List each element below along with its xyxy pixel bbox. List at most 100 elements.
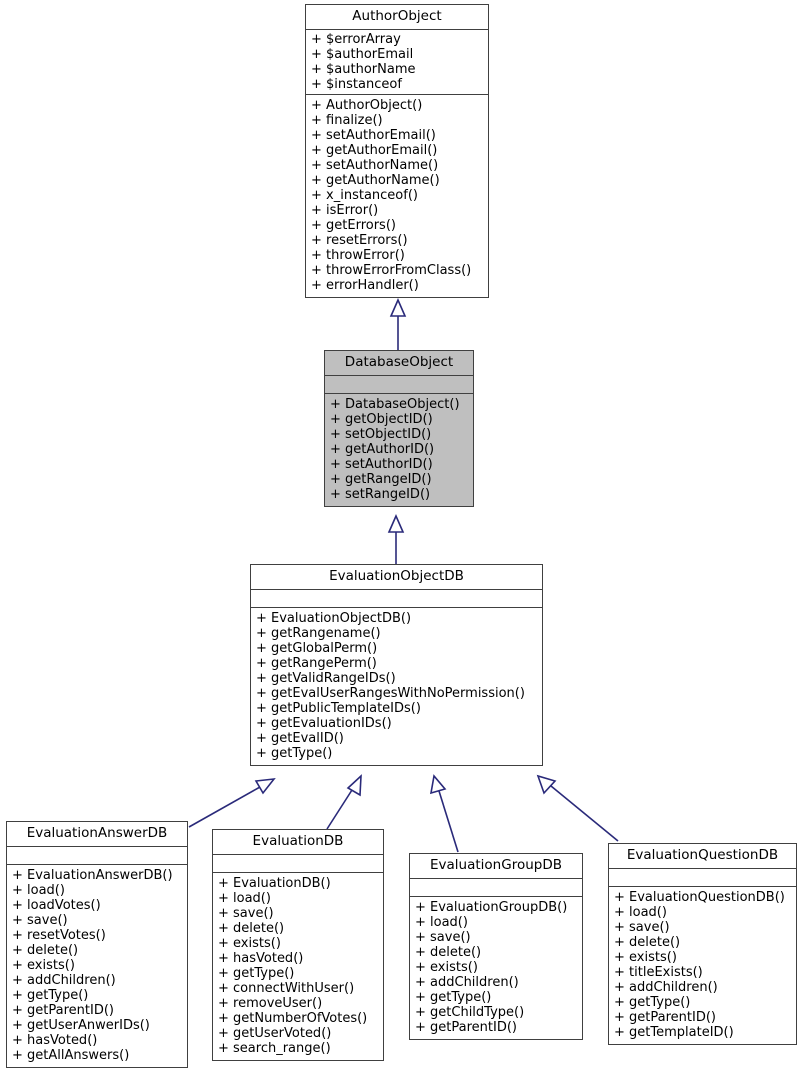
class-operations-evaluationobjectdb: + EvaluationObjectDB() + getRangename() … xyxy=(251,608,542,765)
operation-item: + delete() xyxy=(12,943,79,958)
class-attributes-evaluationanswerdb xyxy=(7,847,187,865)
class-title-authorobject: AuthorObject xyxy=(306,5,488,30)
operation-item: + getParentID() xyxy=(415,1020,517,1035)
class-operations-evaluationquestiondb: + EvaluationQuestionDB() + load() + save… xyxy=(609,887,796,1044)
operation-item: + addChildren() xyxy=(614,980,718,995)
operation-item: + getNumberOfVotes() xyxy=(218,1011,368,1026)
operation-item: + getEvaluationIDs() xyxy=(256,716,392,731)
operation-item: + getUserAnwerIDs() xyxy=(12,1018,150,1033)
operation-item: + getAuthorEmail() xyxy=(311,143,438,158)
class-attributes-evaluationquestiondb xyxy=(609,869,796,887)
class-operations-evaluationdb: + EvaluationDB() + load() + save() + del… xyxy=(213,873,383,1060)
operation-item: + isError() xyxy=(311,203,379,218)
operation-item: + EvaluationObjectDB() xyxy=(256,611,412,626)
class-title-evaluationobjectdb: EvaluationObjectDB xyxy=(251,565,542,590)
edge-databaseobject-to-authorobject xyxy=(389,298,407,350)
operation-item: + EvaluationGroupDB() xyxy=(415,900,568,915)
operation-item: + exists() xyxy=(415,960,478,975)
class-box-evaluationgroupdb[interactable]: EvaluationGroupDB + EvaluationGroupDB() … xyxy=(409,853,583,1040)
operation-item: + loadVotes() xyxy=(12,898,101,913)
operation-item: + resetVotes() xyxy=(12,928,106,943)
edge-evaluationanswerdb-to-evaluationobjectdb xyxy=(188,777,276,828)
operation-item: + load() xyxy=(614,905,667,920)
operation-item: + exists() xyxy=(218,936,281,951)
operation-item: + load() xyxy=(12,883,65,898)
operation-item: + getType() xyxy=(614,995,691,1010)
class-operations-databaseobject: + DatabaseObject() + getObjectID() + set… xyxy=(325,394,473,506)
operation-item: + getType() xyxy=(12,988,89,1003)
operation-item: + load() xyxy=(218,891,271,906)
operation-item: + getTemplateID() xyxy=(614,1025,734,1040)
class-box-authorobject[interactable]: AuthorObject + $errorArray + $authorEmai… xyxy=(305,4,489,298)
edge-evaluationgroupdb-to-evaluationobjectdb xyxy=(429,774,459,853)
operation-item: + getObjectID() xyxy=(330,412,433,427)
class-attributes-evaluationdb xyxy=(213,855,383,873)
operation-item: + errorHandler() xyxy=(311,278,419,293)
class-attributes-evaluationobjectdb xyxy=(251,590,542,608)
operation-item: + getPublicTemplateIDs() xyxy=(256,701,421,716)
operation-item: + getGlobalPerm() xyxy=(256,641,378,656)
operation-item: + exists() xyxy=(614,950,677,965)
operation-item: + getType() xyxy=(256,746,333,761)
operation-item: + save() xyxy=(12,913,68,928)
operation-item: + getAuthorID() xyxy=(330,442,435,457)
operation-item: + getParentID() xyxy=(12,1003,114,1018)
operation-item: + finalize() xyxy=(311,113,383,128)
operation-item: + addChildren() xyxy=(12,973,116,988)
operation-item: + setRangeID() xyxy=(330,487,431,502)
operation-item: + DatabaseObject() xyxy=(330,397,460,412)
operation-item: + x_instanceof() xyxy=(311,188,418,203)
operation-item: + getEvalID() xyxy=(256,731,344,746)
class-attributes-databaseobject xyxy=(325,376,473,394)
operation-item: + AuthorObject() xyxy=(311,98,423,113)
operation-item: + hasVoted() xyxy=(12,1033,98,1048)
operation-item: + getAuthorName() xyxy=(311,173,440,188)
operation-item: + getEvalUserRangesWithNoPermission() xyxy=(256,686,525,701)
operation-item: + connectWithUser() xyxy=(218,981,355,996)
operation-item: + getRangePerm() xyxy=(256,656,377,671)
attribute-item: + $errorArray xyxy=(311,32,401,47)
operation-item: + delete() xyxy=(218,921,285,936)
class-box-databaseobject[interactable]: DatabaseObject + DatabaseObject() + getO… xyxy=(324,350,474,507)
operation-item: + setAuthorEmail() xyxy=(311,128,436,143)
class-title-evaluationgroupdb: EvaluationGroupDB xyxy=(410,854,582,879)
edge-evaluationobjectdb-to-databaseobject xyxy=(387,514,405,564)
operation-item: + save() xyxy=(614,920,670,935)
attribute-item: + $authorName xyxy=(311,62,416,77)
class-box-evaluationdb[interactable]: EvaluationDB + EvaluationDB() + load() +… xyxy=(212,829,384,1061)
operation-item: + EvaluationAnswerDB() xyxy=(12,868,173,883)
operation-item: + throwErrorFromClass() xyxy=(311,263,472,278)
operation-item: + getRangeID() xyxy=(330,472,432,487)
operation-item: + save() xyxy=(218,906,274,921)
operation-item: + getType() xyxy=(415,990,492,1005)
operation-item: + getValidRangeIDs() xyxy=(256,671,396,686)
operation-item: + getUserVoted() xyxy=(218,1026,332,1041)
operation-item: + setObjectID() xyxy=(330,427,432,442)
class-operations-evaluationanswerdb: + EvaluationAnswerDB() + load() + loadVo… xyxy=(7,865,187,1067)
operation-item: + getAllAnswers() xyxy=(12,1048,130,1063)
operation-item: + getChildType() xyxy=(415,1005,525,1020)
edge-evaluationdb-to-evaluationobjectdb xyxy=(326,774,362,830)
operation-item: + setAuthorName() xyxy=(311,158,439,173)
operation-item: + exists() xyxy=(12,958,75,973)
class-attributes-evaluationgroupdb xyxy=(410,879,582,897)
class-box-evaluationanswerdb[interactable]: EvaluationAnswerDB + EvaluationAnswerDB(… xyxy=(6,821,188,1068)
edge-evaluationquestiondb-to-evaluationobjectdb xyxy=(536,774,619,842)
operation-item: + addChildren() xyxy=(415,975,519,990)
class-title-evaluationanswerdb: EvaluationAnswerDB xyxy=(7,822,187,847)
operation-item: + getRangename() xyxy=(256,626,381,641)
operation-item: + setAuthorID() xyxy=(330,457,433,472)
operation-item: + getParentID() xyxy=(614,1010,716,1025)
attribute-item: + $instanceof xyxy=(311,77,402,92)
class-operations-authorobject: + AuthorObject() + finalize() + setAutho… xyxy=(306,95,488,297)
operation-item: + resetErrors() xyxy=(311,233,408,248)
class-title-evaluationquestiondb: EvaluationQuestionDB xyxy=(609,844,796,869)
operation-item: + hasVoted() xyxy=(218,951,304,966)
class-box-evaluationobjectdb[interactable]: EvaluationObjectDB + EvaluationObjectDB(… xyxy=(250,564,543,766)
operation-item: + throwError() xyxy=(311,248,405,263)
class-title-databaseobject: DatabaseObject xyxy=(325,351,473,376)
operation-item: + EvaluationDB() xyxy=(218,876,331,891)
class-box-evaluationquestiondb[interactable]: EvaluationQuestionDB + EvaluationQuestio… xyxy=(608,843,797,1045)
operation-item: + getType() xyxy=(218,966,295,981)
